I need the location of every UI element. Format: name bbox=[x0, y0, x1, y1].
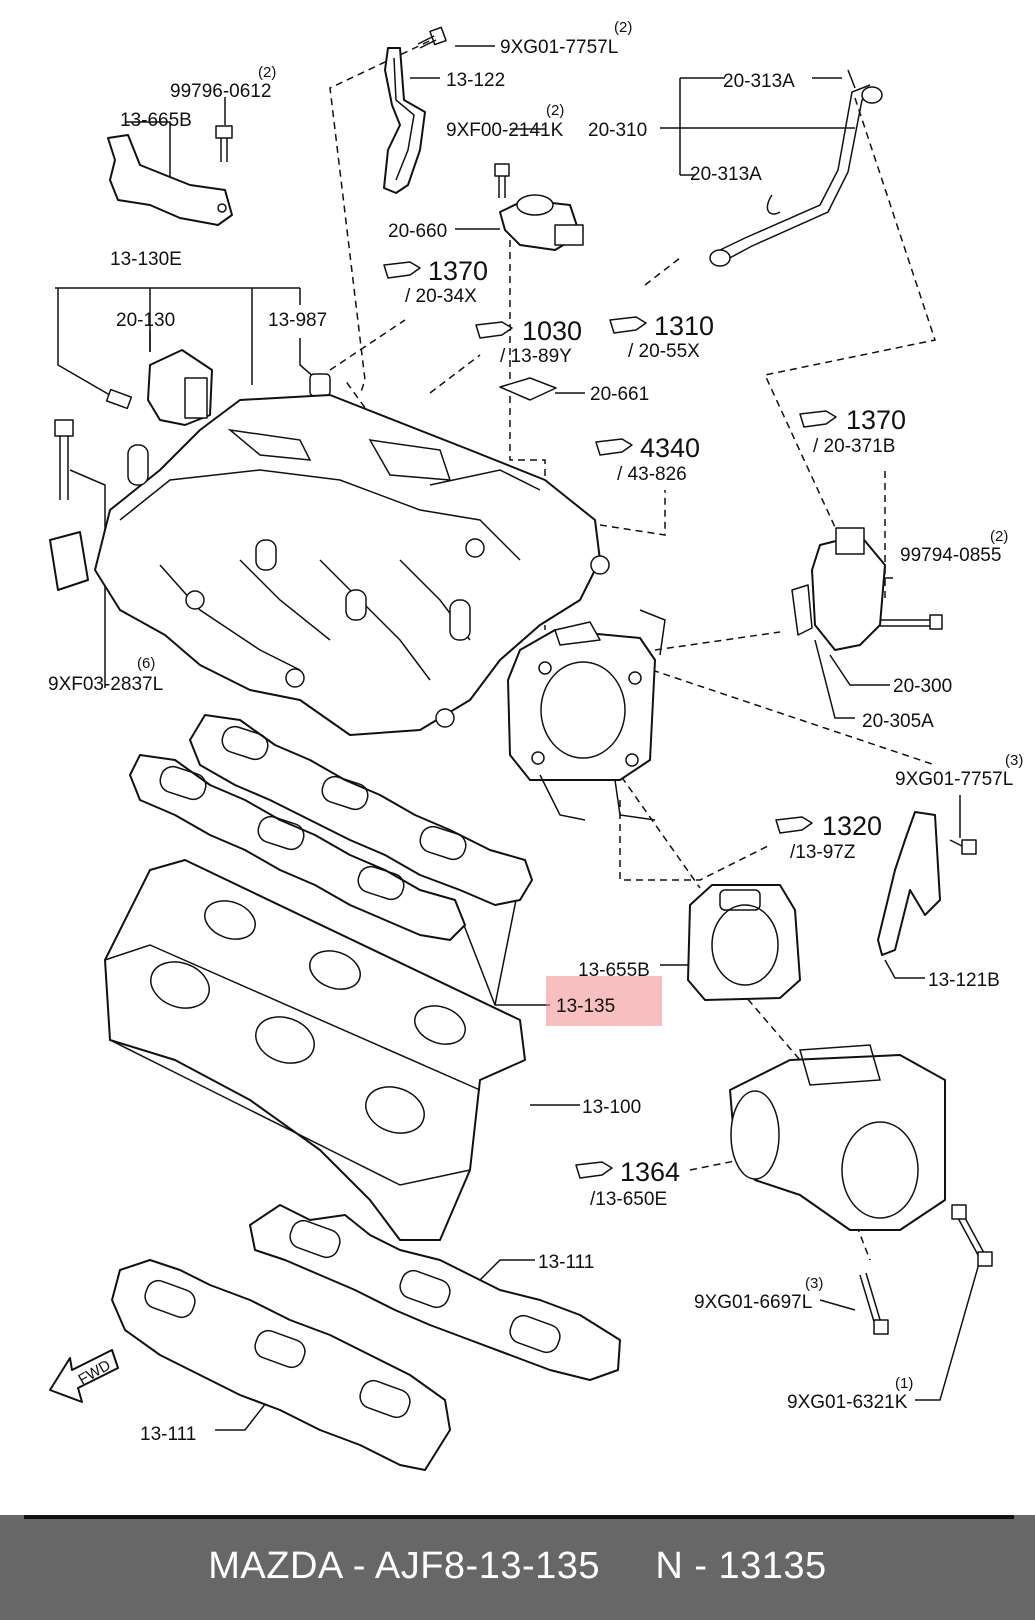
qty-label: (6) bbox=[137, 655, 155, 672]
ref-section: /13-97Z bbox=[790, 842, 856, 863]
gasket-13-655b bbox=[687, 884, 801, 1001]
footer-bar: MAZDA - AJF8-13-135 N - 13135 bbox=[0, 1515, 1035, 1620]
ref-number: 1364 bbox=[620, 1157, 680, 1187]
ref-section: / 20-55X bbox=[628, 341, 700, 362]
bracket-13-122 bbox=[383, 47, 426, 194]
ref-section: / 43-826 bbox=[617, 464, 687, 485]
bracket-13-665b bbox=[107, 134, 233, 226]
part-label: 20-313A bbox=[723, 71, 795, 92]
exploded-parts-diagram: FWD 9XG01-7757L (2) 13-122 99796-0612 (2… bbox=[48, 19, 1023, 1471]
part-label: 99794-0855 bbox=[900, 545, 1001, 566]
lower-intake-manifold bbox=[104, 859, 526, 1241]
ref-number: 1030 bbox=[522, 316, 582, 346]
part-label: 20-661 bbox=[590, 384, 649, 405]
ref-callout: 1030 / 13-89Y bbox=[475, 316, 582, 367]
part-label: 13-665B bbox=[120, 110, 192, 131]
ref-number: 1320 bbox=[822, 811, 882, 841]
ref-number: 1310 bbox=[654, 311, 714, 341]
part-label: 13-111 bbox=[140, 1424, 196, 1445]
part-label: 13-111 bbox=[538, 1252, 594, 1273]
qty-label: (2) bbox=[990, 528, 1008, 545]
ref-section: /13-650E bbox=[590, 1189, 667, 1210]
part-label: 13-100 bbox=[582, 1097, 641, 1118]
part-number-caption: MAZDA - AJF8-13-135 N - 13135 bbox=[208, 1545, 827, 1587]
fwd-arrow-icon: FWD bbox=[49, 1349, 119, 1403]
qty-label: (2) bbox=[614, 19, 632, 36]
part-label: 9XG01-6321K bbox=[787, 1392, 908, 1413]
pointing-hand-icon bbox=[383, 261, 421, 279]
bolt-9xg01-6697l bbox=[859, 1272, 889, 1335]
ref-callout: 1310 / 20-55X bbox=[609, 311, 714, 362]
qty-label: (3) bbox=[805, 1275, 823, 1292]
ref-number: 4340 bbox=[640, 433, 700, 463]
part-label: 9XF00-2141K bbox=[446, 120, 564, 141]
throttle-flange bbox=[507, 609, 666, 821]
part-label: 13-655B bbox=[578, 960, 650, 981]
ref-number: 1370 bbox=[846, 405, 906, 435]
part-label: 13-987 bbox=[268, 310, 327, 331]
part-label: 13-122 bbox=[446, 70, 505, 91]
ref-callout: 1370 / 20-34X bbox=[383, 256, 488, 307]
pointing-hand-icon bbox=[609, 316, 647, 334]
part-label: 9XG01-6697L bbox=[694, 1292, 812, 1313]
ref-callout: 1370 / 20-371B bbox=[799, 405, 906, 457]
bolt-9xg01-6321k bbox=[951, 1204, 993, 1267]
gasket-13-135-upper bbox=[129, 714, 533, 941]
footer-divider bbox=[24, 1515, 1014, 1519]
ref-section: / 20-34X bbox=[405, 286, 477, 307]
ref-number: 1370 bbox=[428, 256, 488, 286]
bracket-13-121b bbox=[877, 811, 977, 956]
part-label-highlighted: 13-135 bbox=[556, 996, 615, 1017]
fitting-13-987 bbox=[309, 373, 331, 397]
bolt-9xf00-2141k bbox=[494, 163, 510, 198]
spacer-left bbox=[49, 531, 89, 591]
bolt-99796-0612 bbox=[215, 125, 233, 162]
bolt-9xg01-7757l-top bbox=[417, 26, 447, 49]
gasket-20-661 bbox=[499, 377, 557, 401]
part-label: 9XF03-2837L bbox=[48, 674, 163, 695]
valve-20-300 bbox=[791, 527, 943, 651]
qty-label: (1) bbox=[895, 1375, 913, 1392]
throttle-body-13-650e bbox=[729, 1044, 946, 1231]
ref-section: / 20-371B bbox=[813, 436, 895, 457]
ref-callout: 1320 /13-97Z bbox=[775, 811, 882, 863]
part-label: 20-310 bbox=[588, 120, 647, 141]
pointing-hand-icon bbox=[575, 1161, 613, 1179]
valve-20-660 bbox=[499, 194, 584, 251]
ref-section: / 13-89Y bbox=[500, 346, 572, 367]
pointing-hand-icon bbox=[799, 410, 837, 428]
qty-label: (2) bbox=[546, 102, 564, 119]
part-labels: 9XG01-7757L (2) 13-122 99796-0612 (2) 13… bbox=[48, 19, 1023, 1445]
qty-label: (3) bbox=[1005, 752, 1023, 769]
part-label: 20-130 bbox=[116, 310, 175, 331]
pointing-hand-icon bbox=[775, 816, 813, 834]
part-label: 20-305A bbox=[862, 711, 934, 732]
ref-callout: 1364 /13-650E bbox=[575, 1157, 680, 1210]
part-label: 20-313A bbox=[690, 164, 762, 185]
bolt-9xf03-2837l bbox=[54, 419, 74, 500]
part-label: 13-121B bbox=[928, 970, 1000, 991]
part-label: 9XG01-7757L bbox=[895, 769, 1013, 790]
part-label: 13-130E bbox=[110, 249, 182, 270]
part-label: 20-300 bbox=[893, 676, 952, 697]
sensor-20-130 bbox=[105, 349, 213, 426]
pointing-hand-icon bbox=[475, 321, 513, 339]
part-label: 99796-0612 bbox=[170, 81, 271, 102]
part-label: 9XG01-7757L bbox=[500, 37, 618, 58]
intake-plenum bbox=[94, 394, 610, 736]
part-label: 20-660 bbox=[388, 221, 447, 242]
qty-label: (2) bbox=[258, 64, 276, 81]
pointing-hand-icon bbox=[595, 438, 633, 456]
ref-callout: 4340 / 43-826 bbox=[595, 433, 700, 485]
pipe-20-310 bbox=[709, 69, 883, 267]
highlight-13-135 bbox=[546, 976, 662, 1026]
gasket-13-111 bbox=[111, 1204, 621, 1471]
